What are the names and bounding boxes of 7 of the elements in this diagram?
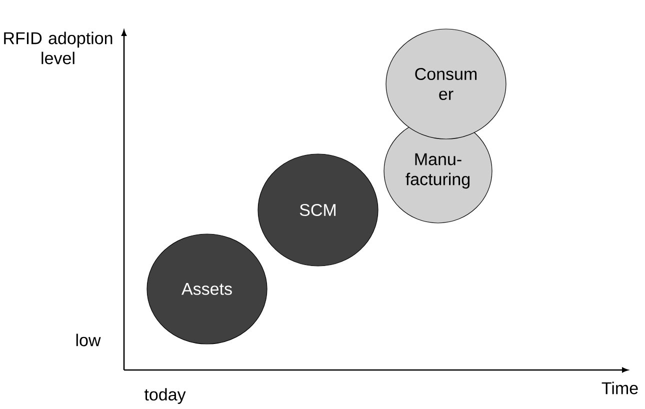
ellipse-node: Consum er [386, 28, 506, 140]
axis-label: low [76, 334, 101, 346]
axis-label: Time [602, 382, 638, 394]
axis-label: RFID adoption level [4, 32, 112, 64]
ellipse-node: Assets [146, 234, 268, 344]
ellipse-node: SCM [258, 154, 378, 266]
axis-label: today [144, 388, 186, 404]
